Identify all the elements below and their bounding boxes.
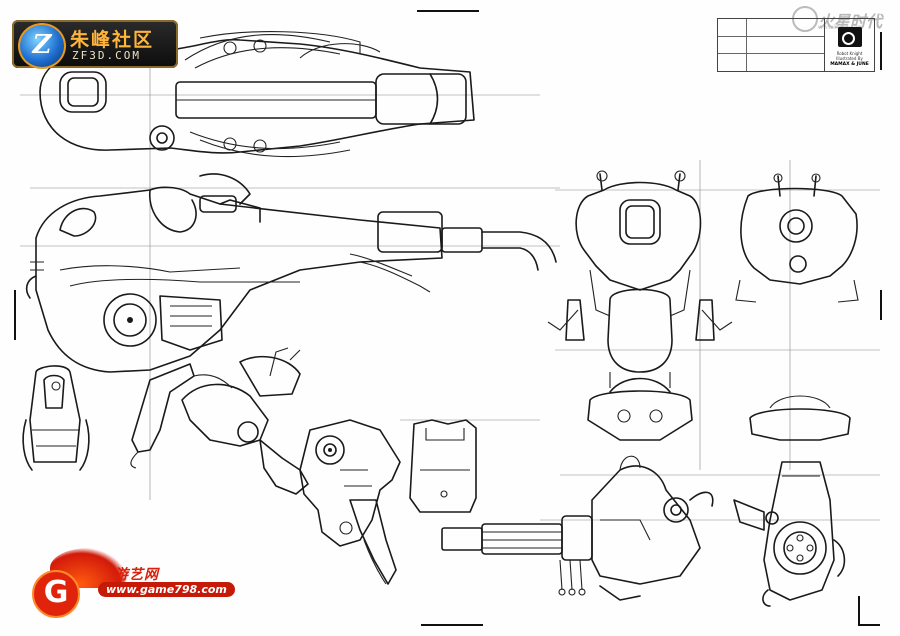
crop-mark-bottom-1	[421, 624, 483, 626]
crop-mark-bottom-3	[858, 624, 880, 626]
title-line-1: Robot Knight	[836, 51, 863, 56]
crop-mark-top-1	[417, 10, 479, 12]
claw-drawing	[299, 419, 401, 585]
game798-logo: G 游艺网 www.game798.com	[28, 548, 235, 618]
zf3d-logo: Z 朱峰社区 ZF3D.COM	[12, 20, 178, 69]
title-block-grid	[718, 19, 825, 71]
zf3d-chinese-name: 朱峰社区	[70, 29, 155, 51]
side-view-drawing	[25, 173, 557, 373]
hxsd-name: 火星时代	[818, 12, 883, 31]
arm-assembly-drawing	[130, 347, 309, 495]
title-block: Robot Knight Illustrated By MAMAX & JUNE	[717, 18, 875, 72]
crop-mark-left	[14, 290, 16, 340]
hxsd-mark-icon	[792, 6, 818, 32]
front-torso-drawing	[547, 170, 733, 441]
crop-mark-right-top	[880, 32, 882, 70]
rear-torso-drawing	[735, 173, 859, 441]
game798-name: 游艺网	[114, 567, 159, 583]
studio-logo-icon	[838, 27, 862, 47]
title-author: MAMAX & JUNE	[830, 62, 869, 67]
title-line-2: Illustrated By	[836, 56, 863, 61]
zf3d-badge-icon: Z	[18, 23, 66, 69]
title-block-credit: Robot Knight Illustrated By MAMAX & JUNE	[825, 19, 874, 71]
crop-mark-right	[880, 290, 882, 320]
crop-mark-bottom-2	[858, 596, 860, 624]
game798-url: www.game798.com	[98, 582, 235, 597]
plate-drawing	[409, 419, 477, 513]
zf3d-url: ZF3D.COM	[72, 49, 141, 62]
front-small-drawing	[22, 365, 90, 471]
gatling-arm-drawing	[441, 455, 714, 601]
game798-g-icon: G	[32, 570, 80, 618]
shoulder-joint-drawing	[733, 461, 846, 607]
